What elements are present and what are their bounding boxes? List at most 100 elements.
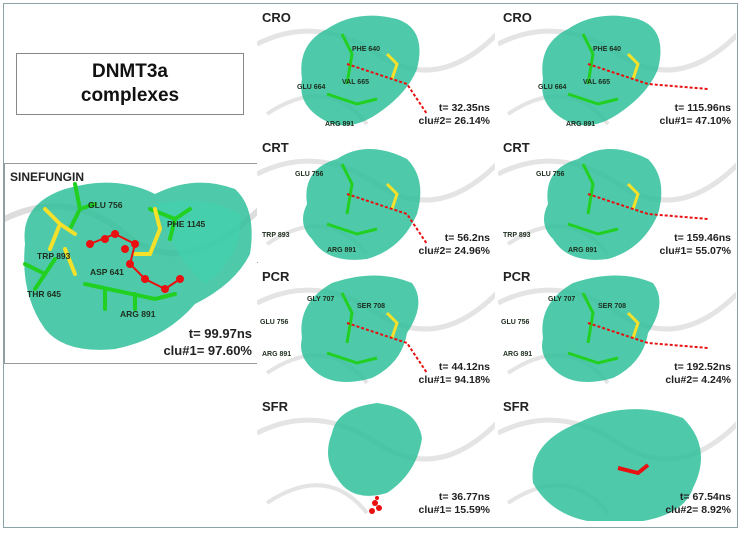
residue-label: THR 645	[27, 289, 62, 299]
stats: t= 32.35ns clu#2= 26.14%	[418, 102, 490, 128]
ligand	[346, 193, 428, 245]
residue-label: GLY 707	[548, 296, 576, 303]
molecular-render	[498, 15, 736, 126]
residue-sticks	[326, 33, 378, 106]
stats: t= 56.2ns clu#2= 24.96%	[418, 232, 490, 258]
residue-sticks	[567, 292, 619, 365]
residue-label: TRP 893	[37, 251, 71, 261]
title-line-1: DNMT3a	[91, 61, 168, 82]
cluster-label: clu#2= 26.14%	[418, 115, 490, 127]
cluster-label: clu#1= 47.10%	[659, 115, 731, 127]
residue-label: ARG 891	[327, 247, 357, 254]
molecular-render	[498, 409, 736, 521]
panel-label: CRT	[262, 140, 289, 155]
figure-title: DNMT3a complexes	[16, 53, 244, 115]
panel-sfr: SFR t= 36.77ns clu#1= 15.59%	[257, 393, 495, 521]
molecular-render	[498, 275, 736, 385]
time-label: t= 36.77ns	[438, 491, 490, 503]
time-label: t= 44.12ns	[438, 361, 490, 373]
stats: t= 115.96ns clu#1= 47.10%	[659, 102, 731, 128]
highlight-sticks	[385, 311, 399, 339]
panel-label: SFR	[503, 399, 529, 414]
cluster-label: clu#2= 4.24%	[665, 374, 731, 386]
molecular-render	[498, 149, 736, 260]
residue-label: GLU 756	[295, 171, 324, 178]
molecular-render	[257, 149, 495, 260]
stats: t= 44.12ns clu#1= 94.18%	[418, 361, 490, 387]
highlight-sticks	[626, 311, 640, 339]
residue-label: TRP 893	[262, 232, 290, 239]
time-label: t= 56.2ns	[444, 232, 490, 244]
residue-label: SER 708	[598, 303, 627, 310]
residue-label: ARG 891	[325, 121, 355, 128]
figure-frame	[3, 3, 738, 528]
highlight-sticks	[626, 52, 640, 80]
time-label: t= 159.46ns	[674, 232, 731, 244]
time-label: t= 67.54ns	[679, 491, 731, 503]
residue-label: TRP 893	[503, 232, 531, 239]
ligand	[617, 463, 650, 476]
panel-label: CRT	[503, 140, 530, 155]
highlight-sticks	[385, 182, 399, 210]
panel-label: CRO	[503, 10, 532, 25]
residue-label: GLU 664	[538, 84, 567, 91]
residue-label: ARG 891	[566, 121, 596, 128]
time-label: t= 99.97ns	[188, 326, 252, 341]
residue-label: ARG 891	[262, 351, 292, 358]
residue-sticks	[326, 163, 378, 236]
cluster-label: clu#2= 24.96%	[418, 245, 490, 257]
residue-sticks	[326, 292, 378, 365]
residue-label: ASP 641	[90, 267, 124, 277]
residue-label: GLU 664	[297, 84, 326, 91]
ligand	[587, 193, 709, 220]
ligand	[587, 63, 709, 90]
panel-label: SINEFUNGIN	[10, 170, 85, 184]
cluster-label: clu#1= 15.59%	[418, 504, 490, 516]
highlight-sticks	[626, 182, 640, 210]
ligand	[346, 63, 428, 115]
residue-label: ARG 891	[120, 309, 156, 319]
residue-label: ARG 891	[503, 351, 533, 358]
title-line-2: complexes	[80, 85, 180, 106]
residue-sticks	[567, 163, 619, 236]
panel-sfr: SFR t= 67.54ns clu#2= 8.92%	[498, 393, 736, 521]
molecular-render	[5, 182, 257, 350]
highlight-sticks	[385, 52, 399, 80]
stats: t= 192.52ns clu#2= 4.24%	[665, 361, 731, 387]
ligand	[587, 322, 709, 349]
residue-label: VAL 665	[342, 79, 369, 86]
panel-label: PCR	[503, 269, 531, 284]
cluster-label: clu#1= 94.18%	[418, 374, 490, 386]
residue-sticks	[567, 33, 619, 106]
molecular-render	[257, 15, 495, 126]
residue-label: PHE 640	[352, 46, 381, 53]
residue-label: VAL 665	[583, 79, 610, 86]
time-label: t= 32.35ns	[438, 102, 490, 114]
stats: t= 36.77ns clu#1= 15.59%	[418, 491, 490, 517]
ligand	[346, 322, 428, 374]
residue-label: GLY 707	[307, 296, 335, 303]
residue-label: GLU 756	[260, 319, 289, 326]
panel-label: CRO	[262, 10, 291, 25]
cluster-label: clu#2= 8.92%	[665, 504, 731, 516]
time-label: t= 115.96ns	[674, 102, 731, 114]
cluster-label: clu#1= 97.60%	[163, 343, 252, 358]
ligand	[369, 496, 382, 514]
residue-label: ARG 891	[568, 247, 598, 254]
molecular-render	[257, 403, 495, 515]
panel-label: SFR	[262, 399, 288, 414]
cluster-label: clu#1= 55.07%	[659, 245, 731, 257]
molecular-render	[257, 275, 495, 385]
residue-label: GLU 756	[536, 171, 565, 178]
panel-sinefungin: SINEFUNGIN GLU 756 PHE 1145 TRP 893 ASP …	[4, 163, 258, 364]
residue-label: GLU 756	[88, 200, 123, 210]
residue-label: GLU 756	[501, 319, 530, 326]
stats: t= 67.54ns clu#2= 8.92%	[665, 491, 731, 517]
residue-label: PHE 640	[593, 46, 622, 53]
